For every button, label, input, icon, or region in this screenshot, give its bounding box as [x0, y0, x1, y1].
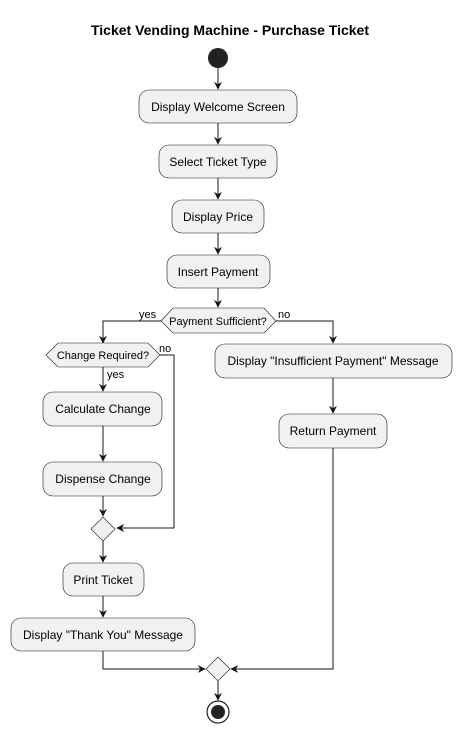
action-display-thank-you-label: Display "Thank You" Message	[23, 628, 183, 642]
action-print-ticket-label: Print Ticket	[73, 573, 133, 587]
end-node	[206, 700, 230, 724]
action-calculate-change-label: Calculate Change	[55, 402, 151, 416]
start-node	[208, 48, 228, 68]
action-display-insufficient-label: Display "Insufficient Payment" Message	[227, 354, 438, 368]
action-return-payment-label: Return Payment	[290, 424, 377, 438]
merge-change	[90, 516, 116, 542]
action-insert-payment-label: Insert Payment	[178, 265, 259, 279]
action-select-ticket-label: Select Ticket Type	[169, 155, 266, 169]
edge-payment-yes	[99, 320, 161, 344]
merge-final	[205, 656, 231, 682]
label-payment-yes: yes	[139, 309, 157, 321]
edge-change-no	[116, 354, 175, 532]
action-display-price-label: Display Price	[183, 210, 253, 224]
label-change-yes: yes	[107, 369, 125, 381]
edge-thankyou-final-merge	[102, 651, 206, 673]
action-display-welcome-label: Display Welcome Screen	[151, 100, 285, 114]
edge-payment-no	[276, 320, 337, 344]
decision-change-required-label: Change Required?	[57, 350, 149, 362]
edge-return-final-merge	[230, 448, 334, 673]
action-dispense-change-label: Dispense Change	[55, 472, 151, 486]
diagram-title: Ticket Vending Machine - Purchase Ticket	[91, 22, 369, 38]
decision-payment-sufficient-label: Payment Sufficient?	[169, 316, 267, 328]
label-payment-no: no	[278, 309, 290, 321]
label-change-no: no	[159, 343, 171, 355]
